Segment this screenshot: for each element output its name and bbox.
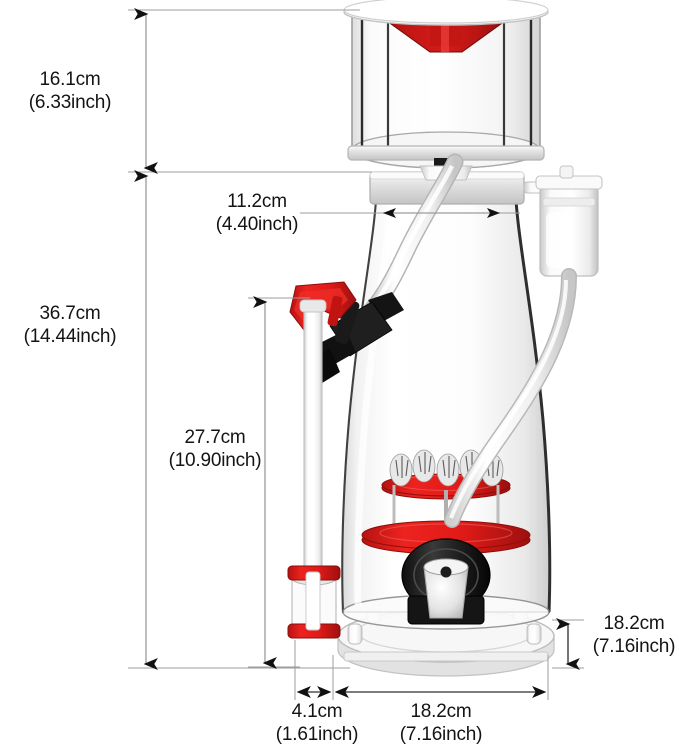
- dimension-label-neck-width: 11.2cm (4.40inch): [215, 191, 299, 236]
- silencer-canister: [535, 165, 603, 277]
- dimension-label-base-depth: 18.2cm (7.16inch): [592, 613, 676, 658]
- air-hose-right: [444, 268, 577, 528]
- dimension-label-water-height: 27.7cm (10.90inch): [168, 427, 262, 472]
- dimension-label-body-height: 36.7cm (14.44inch): [23, 303, 117, 348]
- black-valve-body: [306, 292, 404, 388]
- pump-outlet: [423, 558, 469, 619]
- dimension-label-cup-height: 16.1cm (6.33inch): [28, 69, 112, 114]
- cup-drain-cylinder: [287, 565, 341, 639]
- dimension-label-base-width: 18.2cm (7.16inch): [399, 701, 483, 746]
- dimension-label-offset-width: 4.1cm (1.61inch): [275, 701, 359, 746]
